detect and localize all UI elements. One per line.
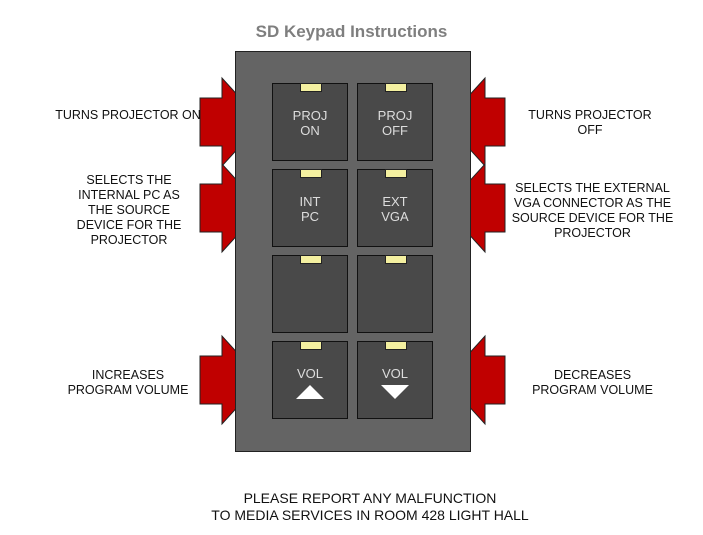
triangle-down-icon (381, 385, 409, 399)
proj-off-description: TURNS PROJECTOR OFF (528, 108, 652, 137)
button-label: VOL (296, 366, 323, 381)
button-label: PROJ (292, 108, 328, 123)
blank-button[interactable] (357, 255, 433, 333)
led-indicator (300, 255, 322, 264)
vol-down-description: DECREASES PROGRAM VOLUME (532, 368, 653, 397)
page-title: SD Keypad Instructions (255, 22, 448, 41)
ext-vga-description: SELECTS THE EXTERNAL VGA CONNECTOR AS TH… (511, 181, 674, 240)
footer-line: TO MEDIA SERVICES IN ROOM 428 LIGHT HALL (211, 507, 529, 523)
led-indicator (385, 341, 407, 350)
volume-down-button[interactable]: VOL (357, 341, 433, 419)
keypad-panel (235, 51, 471, 452)
button-label: PROJ (377, 108, 413, 123)
led-indicator (300, 83, 322, 92)
int-pc-description: SELECTS THE INTERNAL PC AS THE SOURCE DE… (76, 173, 182, 247)
led-indicator (300, 341, 322, 350)
footer-line: PLEASE REPORT ANY MALFUNCTION (243, 490, 497, 506)
proj-on-description: TURNS PROJECTOR ON (55, 108, 201, 122)
volume-up-button[interactable]: VOL (272, 341, 348, 419)
button-label: PC (300, 209, 320, 224)
button-label: INT (299, 194, 321, 209)
button-label: OFF (382, 123, 408, 138)
vol-up-description: INCREASES PROGRAM VOLUME (67, 368, 189, 397)
triangle-up-icon (296, 385, 324, 399)
led-indicator (300, 169, 322, 178)
led-indicator (385, 255, 407, 264)
button-label: ON (300, 123, 320, 138)
led-indicator (385, 169, 407, 178)
led-indicator (385, 83, 407, 92)
button-label: EXT (382, 194, 408, 209)
button-label: VGA (381, 209, 409, 224)
blank-button[interactable] (272, 255, 348, 333)
button-label: VOL (381, 366, 408, 381)
